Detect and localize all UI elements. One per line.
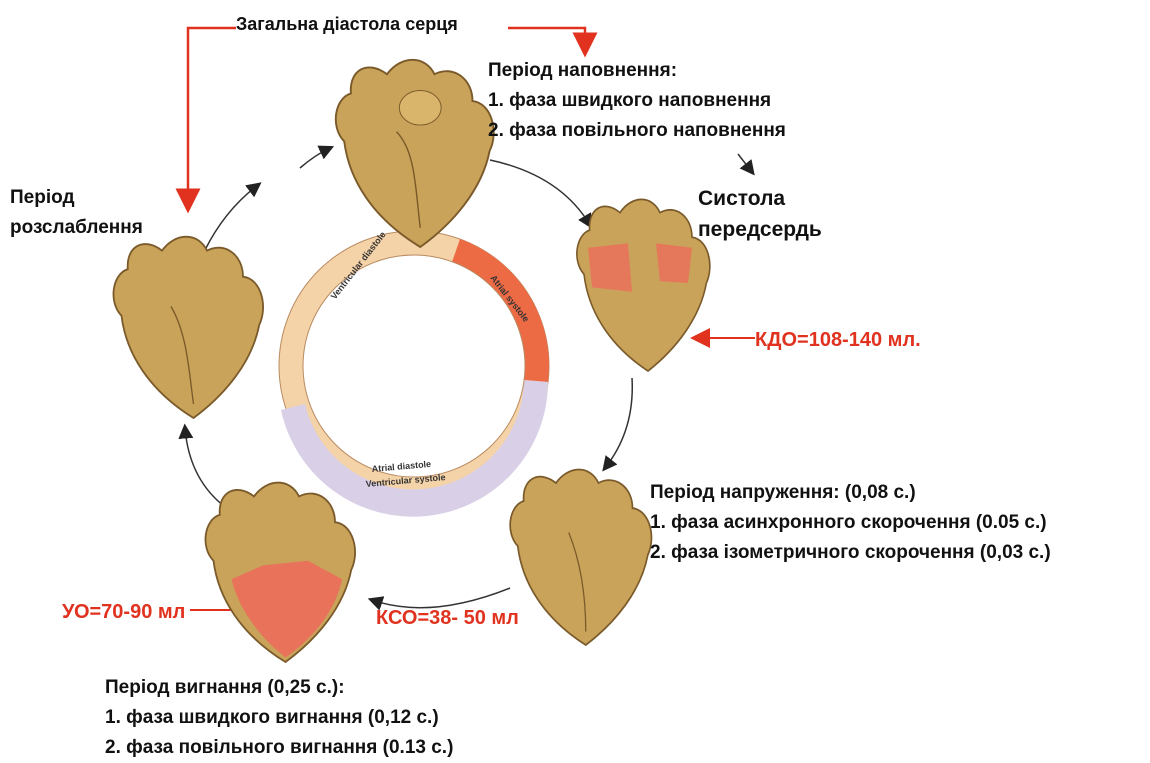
ejection-phase-2: 2. фаза повільного вигнання (0.13 с.) [105, 733, 453, 763]
ejection-period-title: Період вигнання (0,25 с.): [105, 673, 453, 703]
filling-period-title: Період наповнення: [488, 56, 786, 86]
heart-ejection-illustration [205, 483, 355, 662]
tension-period-title: Період напруження: (0,08 с.) [650, 478, 1051, 508]
heart-relaxation-illustration [113, 237, 263, 418]
ejection-period-label: Період вигнання (0,25 с.): 1. фаза швидк… [105, 673, 453, 763]
heart-top-illustration [336, 60, 494, 247]
esv-label: КСО=38- 50 мл [376, 603, 519, 633]
atrial-systole-line-1: Систола [698, 183, 822, 214]
ejection-phase-1: 1. фаза швидкого вигнання (0,12 с.) [105, 703, 453, 733]
edv-label: КДО=108-140 мл. [755, 325, 921, 355]
relaxation-line-2: розслаблення [10, 213, 143, 243]
filling-phase-2: 2. фаза повільного наповнення [488, 116, 786, 146]
filling-phase-1: 1. фаза швидкого наповнення [488, 86, 786, 116]
heart-atrial-systole-illustration [577, 199, 710, 371]
filling-period-label: Період наповнення: 1. фаза швидкого напо… [488, 56, 786, 146]
atrial-systole-label: Систола передсердь [698, 183, 822, 245]
general-diastole-label: Загальна діастола серця [236, 9, 458, 39]
heart-tension-illustration [510, 470, 651, 646]
relaxation-line-1: Період [10, 183, 143, 213]
tension-phase-1: 1. фаза асинхронного скорочення (0.05 с.… [650, 508, 1051, 538]
cycle-ring: Ventricular diastole Atrial systole Atri… [279, 230, 549, 517]
tension-phase-2: 2. фаза ізометричного скорочення (0,03 с… [650, 538, 1051, 568]
atrial-systole-line-2: передсердь [698, 214, 822, 245]
stroke-volume-label: УО=70-90 мл [62, 597, 185, 627]
tension-period-label: Період напруження: (0,08 с.) 1. фаза аси… [650, 478, 1051, 568]
relaxation-period-label: Період розслаблення [10, 183, 143, 243]
